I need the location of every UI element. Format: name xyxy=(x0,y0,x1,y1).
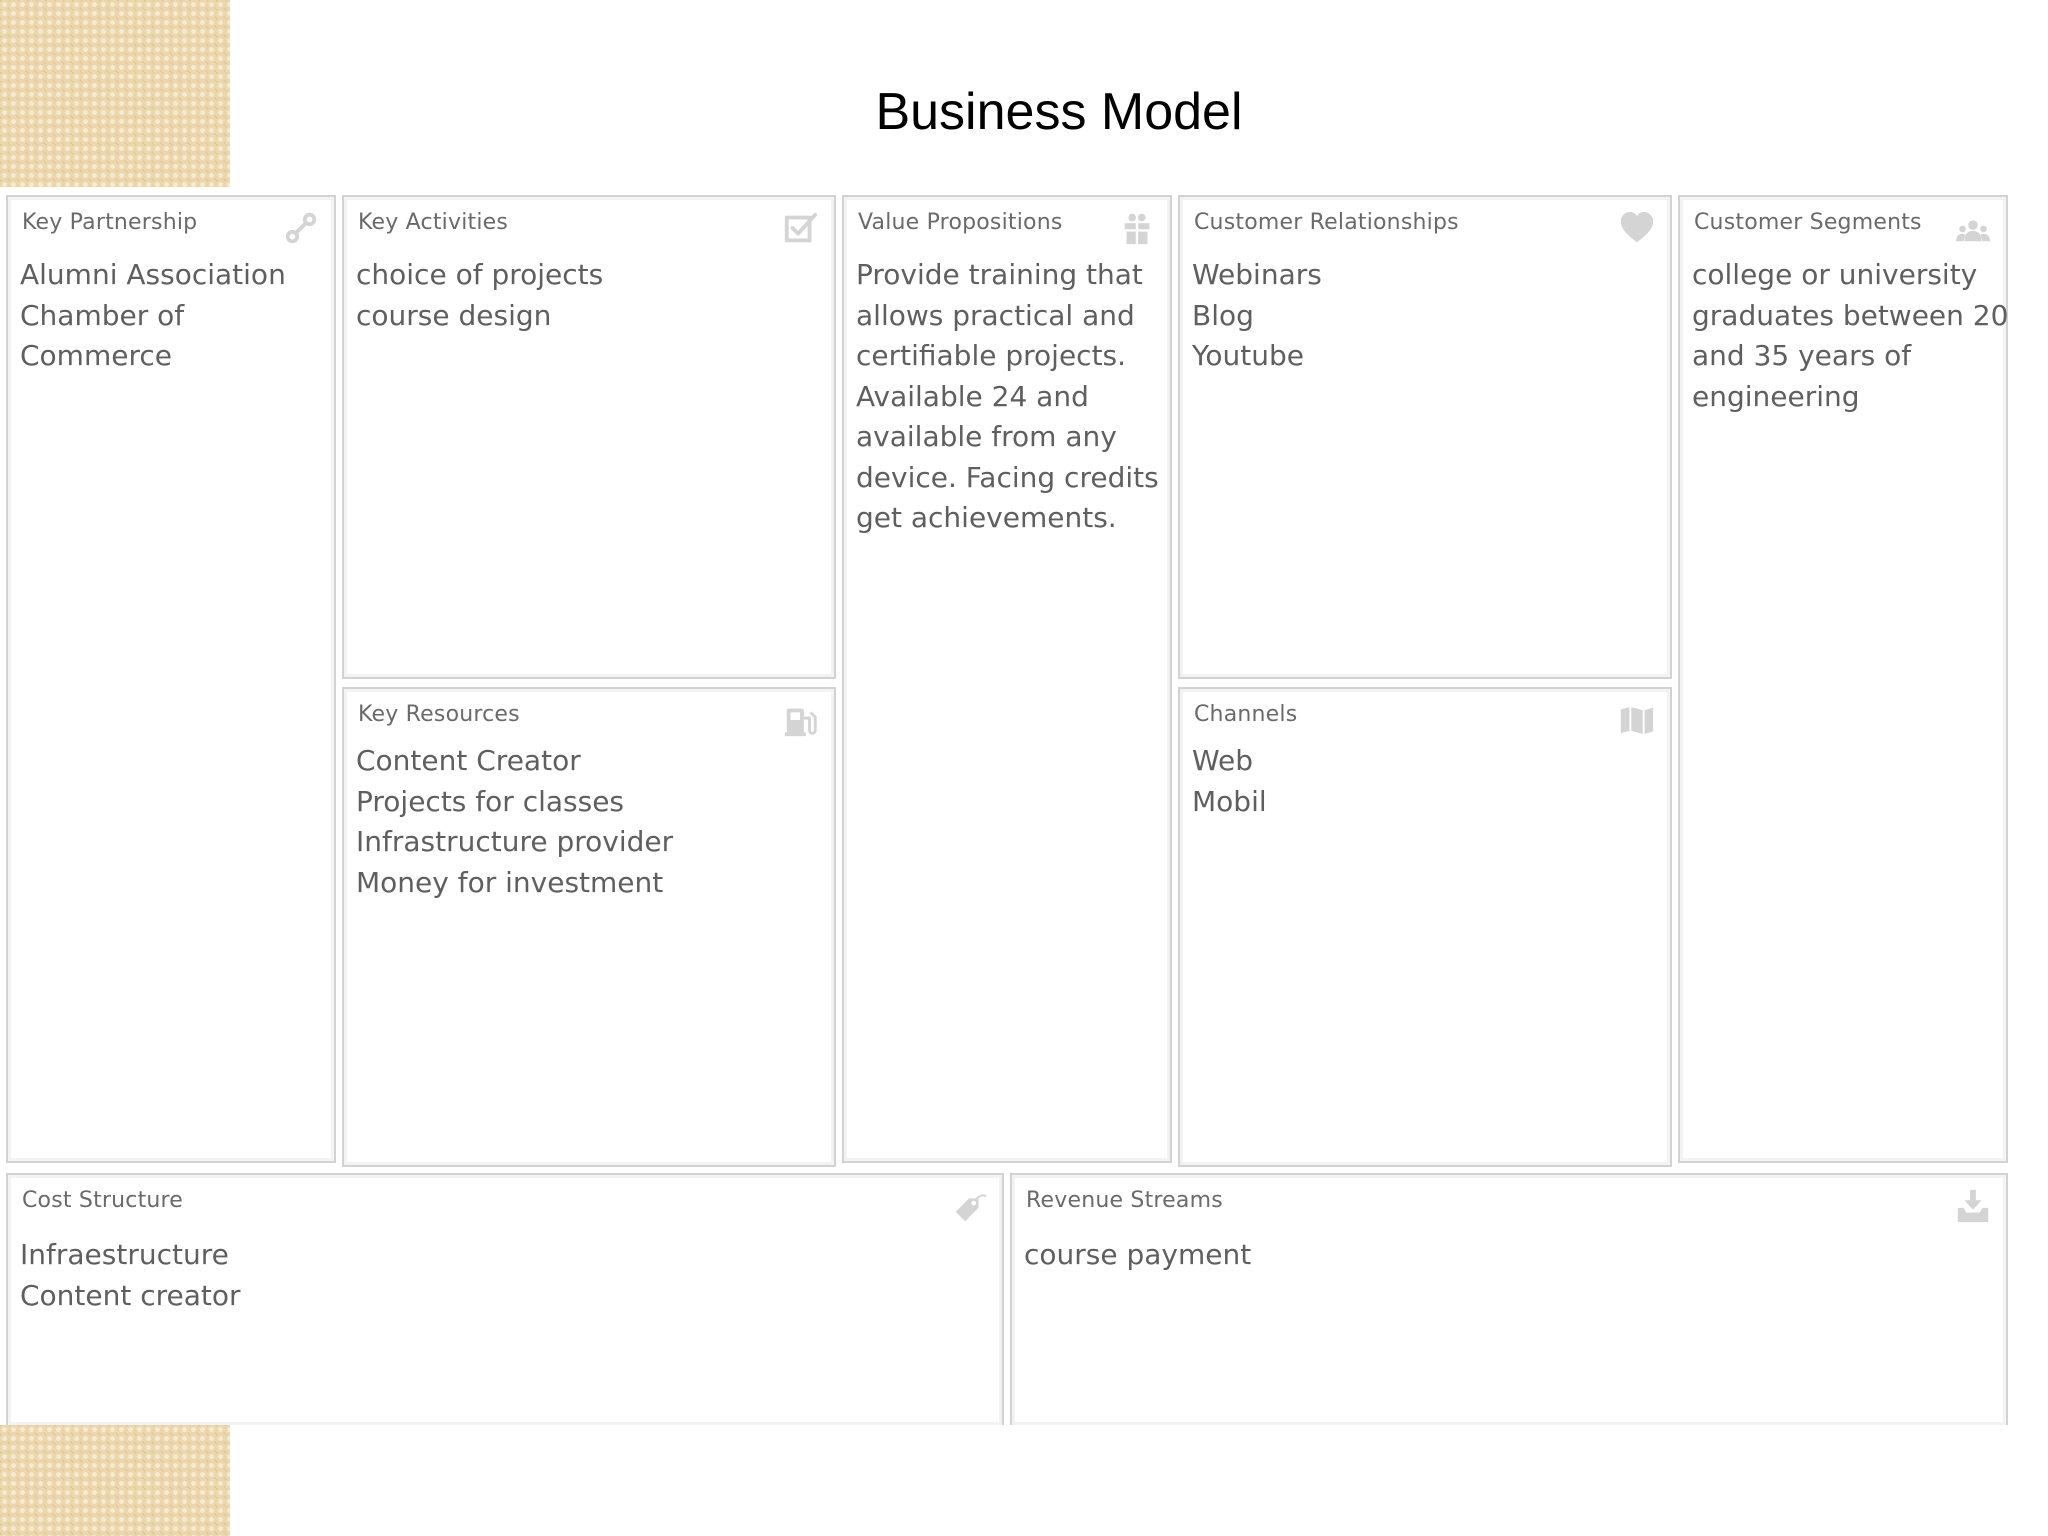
customer-segments-block: Customer Segments college or university … xyxy=(1678,195,2008,1163)
content-line: and 35 years of xyxy=(1692,339,1912,372)
checkbox-icon xyxy=(782,209,820,247)
content-line: Content creator xyxy=(20,1278,241,1312)
map-icon xyxy=(1618,701,1656,739)
block-title: Customer Relationships xyxy=(1194,210,1459,235)
content-line: allows practical and xyxy=(856,298,1135,332)
cost-structure-block: Cost Structure Infraestructure Content c… xyxy=(6,1173,1004,1425)
slide-title: Business Model xyxy=(875,83,1243,141)
content-line: device. Facing credits xyxy=(856,460,1159,494)
content-line: engineering xyxy=(1692,379,1860,413)
block-title: Key Partnership xyxy=(22,210,198,235)
block-content: Content Creator Projects for classes Inf… xyxy=(356,741,828,903)
content-line: certifiable projects. xyxy=(856,339,1127,372)
key-activities-block: Key Activities choice of projects course… xyxy=(342,195,836,679)
content-line: Infrastructure provider xyxy=(356,825,674,858)
content-line: Blog xyxy=(1192,298,1254,332)
block-content: Provide training that allows practical a… xyxy=(856,255,1164,539)
link-icon xyxy=(282,209,320,247)
value-propositions-block: Value Propositions Provide training that… xyxy=(842,195,1172,1163)
content-line: course design xyxy=(356,298,552,332)
block-title: Value Propositions xyxy=(858,210,1063,235)
block-content: Web Mobil xyxy=(1192,741,1664,822)
heart-icon xyxy=(1618,209,1656,247)
block-title: Revenue Streams xyxy=(1026,1188,1223,1213)
content-line: Content Creator xyxy=(356,744,581,777)
block-title: Channels xyxy=(1194,702,1298,727)
content-line: Webinars xyxy=(1192,258,1322,291)
users-icon xyxy=(1954,209,1992,247)
content-line: graduates between 20 xyxy=(1692,298,2009,332)
content-line: Web xyxy=(1192,744,1254,777)
content-line: Chamber of xyxy=(20,298,185,332)
block-title: Key Activities xyxy=(358,210,509,235)
block-content: Alumni Association Chamber of Commerce xyxy=(20,255,328,377)
content-line: available from any xyxy=(856,420,1117,453)
key-partnership-block: Key Partnership Alumni Association Chamb… xyxy=(6,195,336,1163)
content-line: college or university xyxy=(1692,258,1978,291)
decorative-pattern-top xyxy=(0,0,230,187)
block-content: Webinars Blog Youtube xyxy=(1192,255,1664,377)
content-line: get achievements. xyxy=(856,501,1117,534)
inbox-download-icon xyxy=(1954,1187,1992,1225)
block-title: Key Resources xyxy=(358,702,520,727)
content-line: Projects for classes xyxy=(356,784,625,818)
content-line: Provide training that xyxy=(856,258,1143,291)
block-title: Cost Structure xyxy=(22,1188,184,1213)
block-title: Customer Segments xyxy=(1694,210,1922,235)
decorative-pattern-bottom xyxy=(0,1425,230,1536)
price-tag-icon xyxy=(950,1187,988,1225)
content-line: Alumni Association xyxy=(20,258,286,291)
block-content: college or university graduates between … xyxy=(1692,255,2009,417)
content-line: Available 24 and xyxy=(856,379,1089,413)
channels-block: Channels Web Mobil xyxy=(1178,687,1672,1167)
content-line: choice of projects xyxy=(356,258,604,291)
content-line: course payment xyxy=(1024,1238,1252,1271)
content-line: Commerce xyxy=(20,339,172,372)
key-resources-block: Key Resources Content Creator Projects f… xyxy=(342,687,836,1167)
block-content: course payment xyxy=(1024,1235,2000,1276)
content-line: Infraestructure xyxy=(20,1238,229,1271)
content-line: Youtube xyxy=(1192,339,1304,372)
block-content: choice of projects course design xyxy=(356,255,828,336)
block-content: Infraestructure Content creator xyxy=(20,1235,996,1316)
customer-relationships-block: Customer Relationships Webinars Blog You… xyxy=(1178,195,1672,679)
content-line: Money for investment xyxy=(356,865,664,899)
revenue-streams-block: Revenue Streams course payment xyxy=(1010,1173,2008,1425)
gift-icon xyxy=(1118,209,1156,247)
fuel-pump-icon xyxy=(782,701,820,739)
content-line: Mobil xyxy=(1192,784,1267,818)
